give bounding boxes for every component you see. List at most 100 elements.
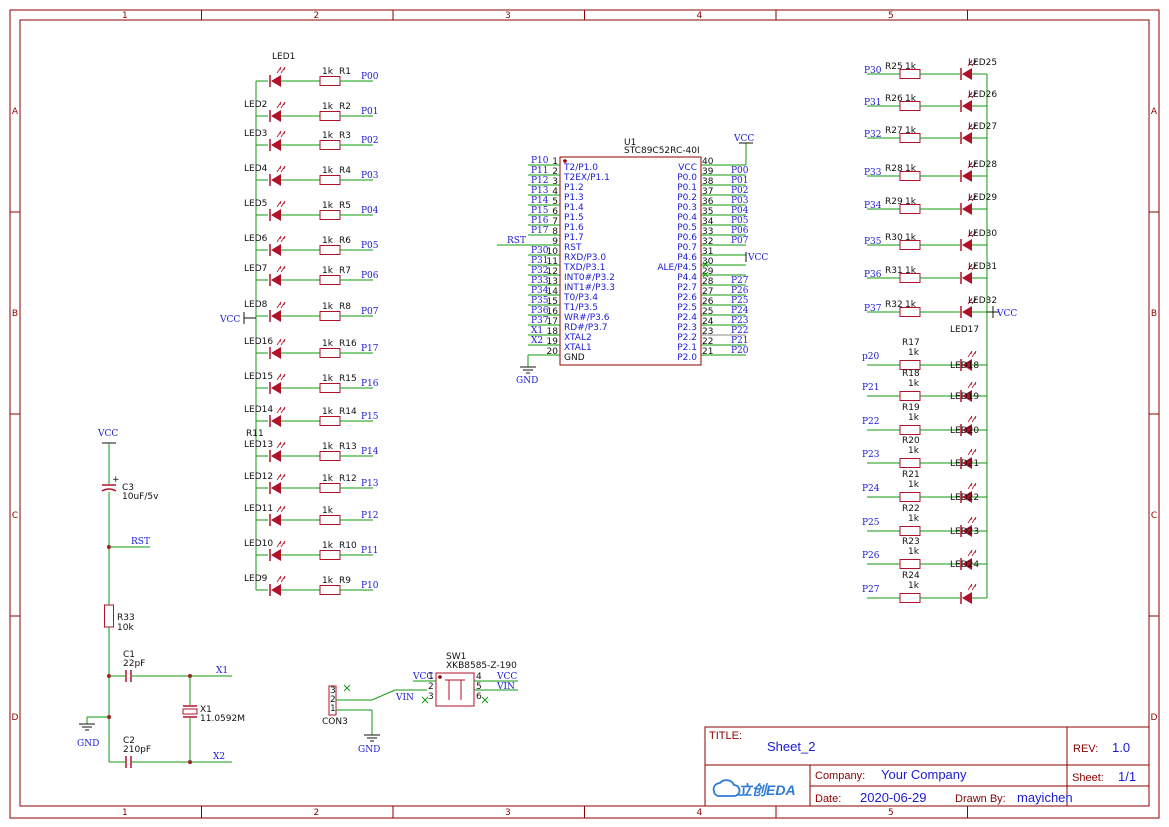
- pin-name: RST: [564, 243, 582, 253]
- net-label: P06: [361, 271, 379, 281]
- wire: [371, 689, 396, 701]
- led-light-arrows: [967, 194, 977, 202]
- resistor-ref: R31: [885, 266, 903, 276]
- net-label: P36: [531, 306, 549, 316]
- title-label: TITLE:: [709, 730, 742, 742]
- net-label: RST: [507, 236, 526, 246]
- led-light-arrows: [967, 549, 977, 557]
- no-connect-mark: [481, 696, 489, 704]
- resistor-value: 1k: [908, 446, 920, 456]
- title-block-border: [704, 726, 1150, 807]
- net-label: P07: [361, 307, 379, 317]
- capacitor-plate: [101, 488, 117, 492]
- switch-pin-number: 3: [428, 692, 434, 702]
- pin-number: 38: [702, 177, 714, 187]
- led-light-arrows: [967, 91, 977, 99]
- resistor-value: 1k: [908, 480, 920, 490]
- led-light-arrows: [276, 66, 286, 74]
- led-symbol: [962, 170, 972, 182]
- resistor-symbol: [319, 585, 341, 595]
- resistor-ref: R6: [339, 236, 351, 246]
- net-label: P15: [361, 412, 379, 422]
- led-light-arrows: [276, 338, 286, 346]
- pin-number: 40: [702, 157, 714, 167]
- crystal-value: 11.0592M: [200, 714, 245, 724]
- resistor-ref: R21: [902, 470, 920, 480]
- pin-name: XTAL1: [564, 343, 592, 353]
- led-label: LED12: [244, 472, 273, 482]
- switch-pin-number: 4: [476, 672, 482, 682]
- led-light-arrows: [276, 473, 286, 481]
- led-light-arrows: [967, 448, 977, 456]
- led-symbol: [271, 549, 281, 561]
- resistor-ref: R20: [902, 436, 920, 446]
- pin-number: 14: [547, 287, 559, 297]
- mcu-part: STC89C52RC-40I: [624, 146, 700, 156]
- resistor-symbol: [899, 458, 921, 468]
- led-light-arrows: [276, 540, 286, 548]
- net-label: P27: [862, 585, 880, 595]
- led-symbol: [271, 450, 281, 462]
- led-label: LED24: [950, 560, 979, 570]
- led-label: LED4: [244, 164, 268, 174]
- capacitor-value: 10uF/5v: [122, 492, 159, 502]
- led-light-arrows: [276, 200, 286, 208]
- led-symbol: [271, 75, 281, 87]
- resistor-symbol: [899, 559, 921, 569]
- net-label: X2: [213, 752, 225, 762]
- resistor-value: 1k: [908, 413, 920, 423]
- net-label: RST: [131, 537, 150, 547]
- pin-number: 33: [702, 227, 713, 237]
- resistor-value: 1k: [322, 442, 334, 452]
- pin-name: ALE/P4.5: [657, 263, 697, 273]
- pin-name: P0.1: [677, 183, 697, 193]
- pin-number: 39: [702, 167, 714, 177]
- resistor-value: 1k: [908, 581, 920, 591]
- resistor-value: 1k: [322, 102, 334, 112]
- switch-part: XKB8585-Z-190: [446, 661, 517, 671]
- net-label: P12: [531, 176, 549, 186]
- led-symbol: [962, 390, 972, 402]
- led-label: LED23: [950, 527, 979, 537]
- pin-number: 21: [702, 347, 713, 357]
- led-symbol: [271, 139, 281, 151]
- led-label: LED25: [968, 58, 997, 68]
- resistor-ref: R24: [902, 571, 920, 581]
- capacitor-ref: C3: [122, 483, 134, 493]
- no-connect-mark: [343, 684, 351, 692]
- resistor-ref: R2: [339, 102, 351, 112]
- pin-number: 12: [547, 267, 558, 277]
- resistor-ref: R3: [339, 131, 351, 141]
- net-label: P14: [531, 196, 549, 206]
- net-label: P32: [531, 266, 549, 276]
- led-symbol: [271, 244, 281, 256]
- pin-name: VCC: [678, 163, 697, 173]
- gnd-label: GND: [77, 739, 99, 749]
- net-label: P02: [361, 136, 379, 146]
- resistor-ref: R27: [885, 126, 903, 136]
- pin-number: 5: [552, 197, 558, 207]
- pin-name: INT1#/P3.3: [564, 283, 615, 293]
- net-label: VIN: [395, 693, 414, 703]
- resistor-ref: R10: [339, 541, 357, 551]
- switch-pin-number: 2: [428, 682, 434, 692]
- vcc-label: VCC: [219, 315, 240, 325]
- led-label: LED19: [950, 392, 979, 402]
- net-label: P36: [864, 270, 882, 280]
- resistor-ref: R13: [339, 442, 357, 452]
- net-label: P01: [361, 107, 379, 117]
- led-symbol: [962, 424, 972, 436]
- led-label: LED30: [968, 229, 997, 239]
- net-label: P00: [361, 72, 379, 82]
- pin-number: 36: [702, 197, 714, 207]
- pin-name: P1.2: [564, 183, 584, 193]
- pin-number: 3: [552, 177, 558, 187]
- net-label: P06: [731, 226, 749, 236]
- led-label: LED14: [244, 405, 273, 415]
- resistor-value: 1k: [905, 266, 917, 276]
- resistor-value: 1k: [905, 233, 917, 243]
- resistor-value: 1k: [322, 236, 334, 246]
- led-label: LED31: [968, 262, 997, 272]
